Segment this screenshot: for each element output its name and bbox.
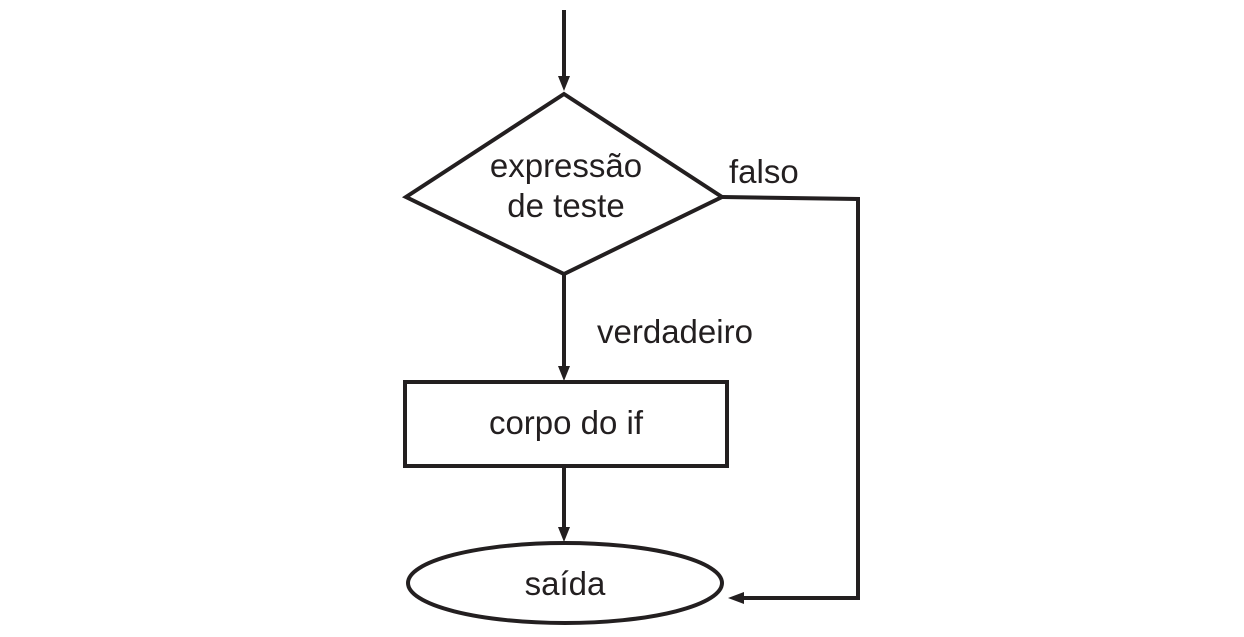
- decision-diamond: [401, 91, 727, 277]
- decision-node: expressão de teste: [401, 91, 727, 277]
- true-branch-label: verdadeiro: [597, 313, 753, 350]
- entry-arrow: [558, 10, 570, 91]
- terminal-label: saída: [525, 565, 606, 602]
- terminal-node: saída: [406, 541, 724, 625]
- false-branch-arrow: [721, 195, 860, 604]
- decision-label-line1: expressão: [490, 147, 642, 184]
- process-to-exit-arrow: [558, 466, 570, 542]
- true-branch-arrow: [558, 274, 570, 381]
- process-label: corpo do if: [489, 404, 644, 441]
- false-branch-label: falso: [729, 153, 799, 190]
- process-node: corpo do if: [403, 380, 729, 468]
- process-box: [403, 380, 729, 468]
- terminal-ellipse: [406, 541, 724, 625]
- decision-label-line2: de teste: [507, 187, 624, 224]
